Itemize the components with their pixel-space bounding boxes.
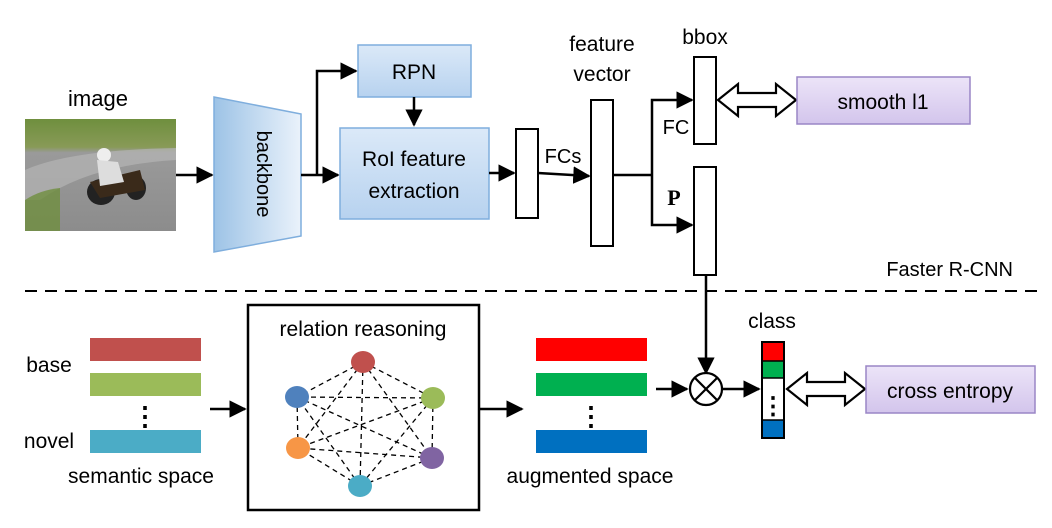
base-label: base (26, 354, 72, 377)
fcs-label: FCs (545, 146, 582, 168)
multiply-operator (688, 371, 724, 407)
graph-node-green (421, 387, 445, 409)
augmented-vdots: ⋮ (578, 401, 604, 431)
input-image (25, 119, 176, 231)
roi-feature-extraction-box (339, 127, 490, 220)
cross-entropy-box (865, 365, 1036, 414)
backbone-label: backbone (252, 131, 274, 218)
image-label: image (68, 86, 128, 111)
class-label: class (748, 310, 796, 333)
rpn-label: RPN (392, 61, 436, 84)
roi-label-line1: RoI feature (362, 148, 466, 171)
graph-node-purple (420, 447, 444, 469)
relation-reasoning-label: relation reasoning (280, 318, 447, 341)
augmented-embedding-3 (536, 430, 647, 453)
bbox-loss-double-arrow (716, 81, 798, 119)
augmented-embedding-2 (536, 373, 647, 396)
graph-node-red (351, 351, 375, 373)
novel-label: novel (24, 430, 74, 453)
fcs-vector (515, 128, 539, 219)
class-vdots: ⋮ (761, 393, 785, 420)
faster-rcnn-label: Faster R-CNN (886, 259, 1013, 281)
cross-entropy-label: cross entropy (887, 380, 1014, 403)
smooth-l1-label: smooth l1 (837, 91, 928, 114)
class-loss-double-arrow (785, 370, 867, 408)
graph-node-blue (285, 386, 309, 408)
p-label: P (667, 185, 680, 210)
feature-vector (590, 99, 614, 247)
feature-vector-label-line1: feature (569, 33, 634, 56)
semantic-novel-embedding (90, 430, 201, 453)
fc-label: FC (663, 117, 690, 139)
graph-node-teal (348, 475, 372, 497)
graph-node-orange (286, 437, 310, 459)
class-vector: ⋮ (761, 341, 785, 439)
augmented-embedding-1 (536, 338, 647, 361)
feature-vector-label-line2: vector (573, 63, 630, 86)
relation-graph (296, 361, 434, 487)
augmented-space-label: augmented space (507, 465, 674, 488)
semantic-space-label: semantic space (68, 465, 214, 488)
rpn-box (357, 44, 472, 98)
semantic-vdots: ⋮ (132, 401, 158, 431)
backbone-block (213, 96, 302, 253)
bbox-label: bbox (682, 26, 728, 49)
bbox-vector (693, 56, 717, 145)
semantic-base-embedding-2 (90, 373, 201, 396)
p-vector (693, 166, 717, 276)
semantic-base-embedding-1 (90, 338, 201, 361)
roi-label-line2: extraction (368, 180, 459, 203)
smooth-l1-box (796, 76, 971, 125)
